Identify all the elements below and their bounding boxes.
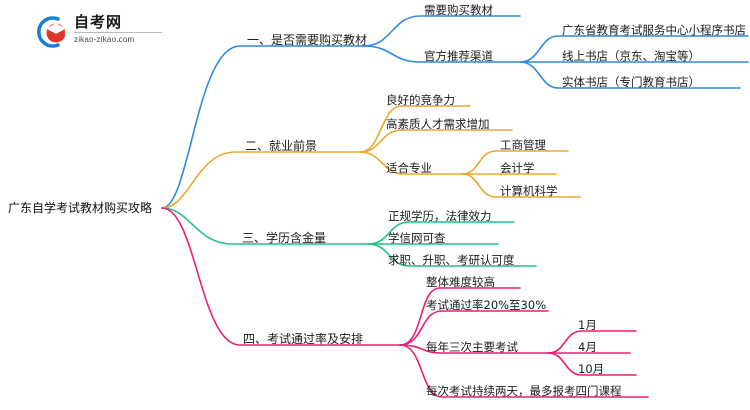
node-branch-4-child-3-sub-2[interactable]: 4月 <box>578 340 597 354</box>
node-branch-1-child-2-sub-3[interactable]: 实体书店（专门教育书店） <box>562 75 700 89</box>
node-branch-1-child-1[interactable]: 需要购买教材 <box>424 3 493 17</box>
node-branch-1[interactable]: 一、是否需要购买教材 <box>247 33 368 47</box>
branch-4-wires <box>161 207 649 398</box>
logo-title: 自考网 <box>74 13 123 31</box>
node-branch-4-child-3-sub-1[interactable]: 1月 <box>578 318 597 332</box>
node-branch-3[interactable]: 三、学历含金量 <box>242 231 327 245</box>
logo-subtitle: zikao-zikao.com <box>74 32 162 46</box>
node-branch-3-child-1[interactable]: 正规学历，法律效力 <box>388 209 492 223</box>
node-branch-2[interactable]: 二、就业前景 <box>245 139 318 153</box>
graduation-cap-icon <box>37 16 67 48</box>
node-branch-4[interactable]: 四、考试通过率及安排 <box>243 332 364 346</box>
node-branch-2-child-2[interactable]: 高素质人才需求增加 <box>386 117 490 131</box>
site-logo: 自考网 zikao-zikao.com <box>32 12 162 52</box>
node-branch-4-child-4[interactable]: 每次考试持续两天，最多报考四门课程 <box>426 384 622 398</box>
node-branch-3-child-2[interactable]: 学信网可查 <box>388 231 446 245</box>
node-branch-2-child-1[interactable]: 良好的竞争力 <box>386 93 455 107</box>
logo-text-block: 自考网 zikao-zikao.com <box>74 13 166 46</box>
node-branch-2-child-3-sub-3[interactable]: 计算机科学 <box>500 184 558 198</box>
node-branch-4-child-1[interactable]: 整体难度较高 <box>426 275 495 289</box>
branch-3-wires <box>161 207 537 267</box>
node-branch-1-child-2-sub-1[interactable]: 广东省教育考试服务中心小程序书店 <box>562 23 746 37</box>
node-branch-2-child-3-sub-2[interactable]: 会计学 <box>500 161 535 175</box>
node-branch-4-child-2[interactable]: 考试通过率20%至30% <box>426 298 547 312</box>
node-branch-4-child-3-sub-3[interactable]: 10月 <box>578 362 605 376</box>
node-branch-1-child-2-sub-2[interactable]: 线上书店（京东、淘宝等） <box>562 49 700 63</box>
mindmap-root-node[interactable]: 广东自学考试教材购买攻略 <box>8 201 153 215</box>
node-branch-2-child-3[interactable]: 适合专业 <box>386 161 432 175</box>
node-branch-1-child-2[interactable]: 官方推荐渠道 <box>424 49 493 63</box>
node-branch-4-child-3[interactable]: 每年三次主要考试 <box>426 340 518 354</box>
node-branch-3-child-3[interactable]: 求职、升职、考研认可度 <box>388 253 515 267</box>
branch-2-wires <box>161 105 581 209</box>
node-branch-2-child-3-sub-1[interactable]: 工商管理 <box>500 138 546 152</box>
branch-1-wires <box>161 15 749 209</box>
